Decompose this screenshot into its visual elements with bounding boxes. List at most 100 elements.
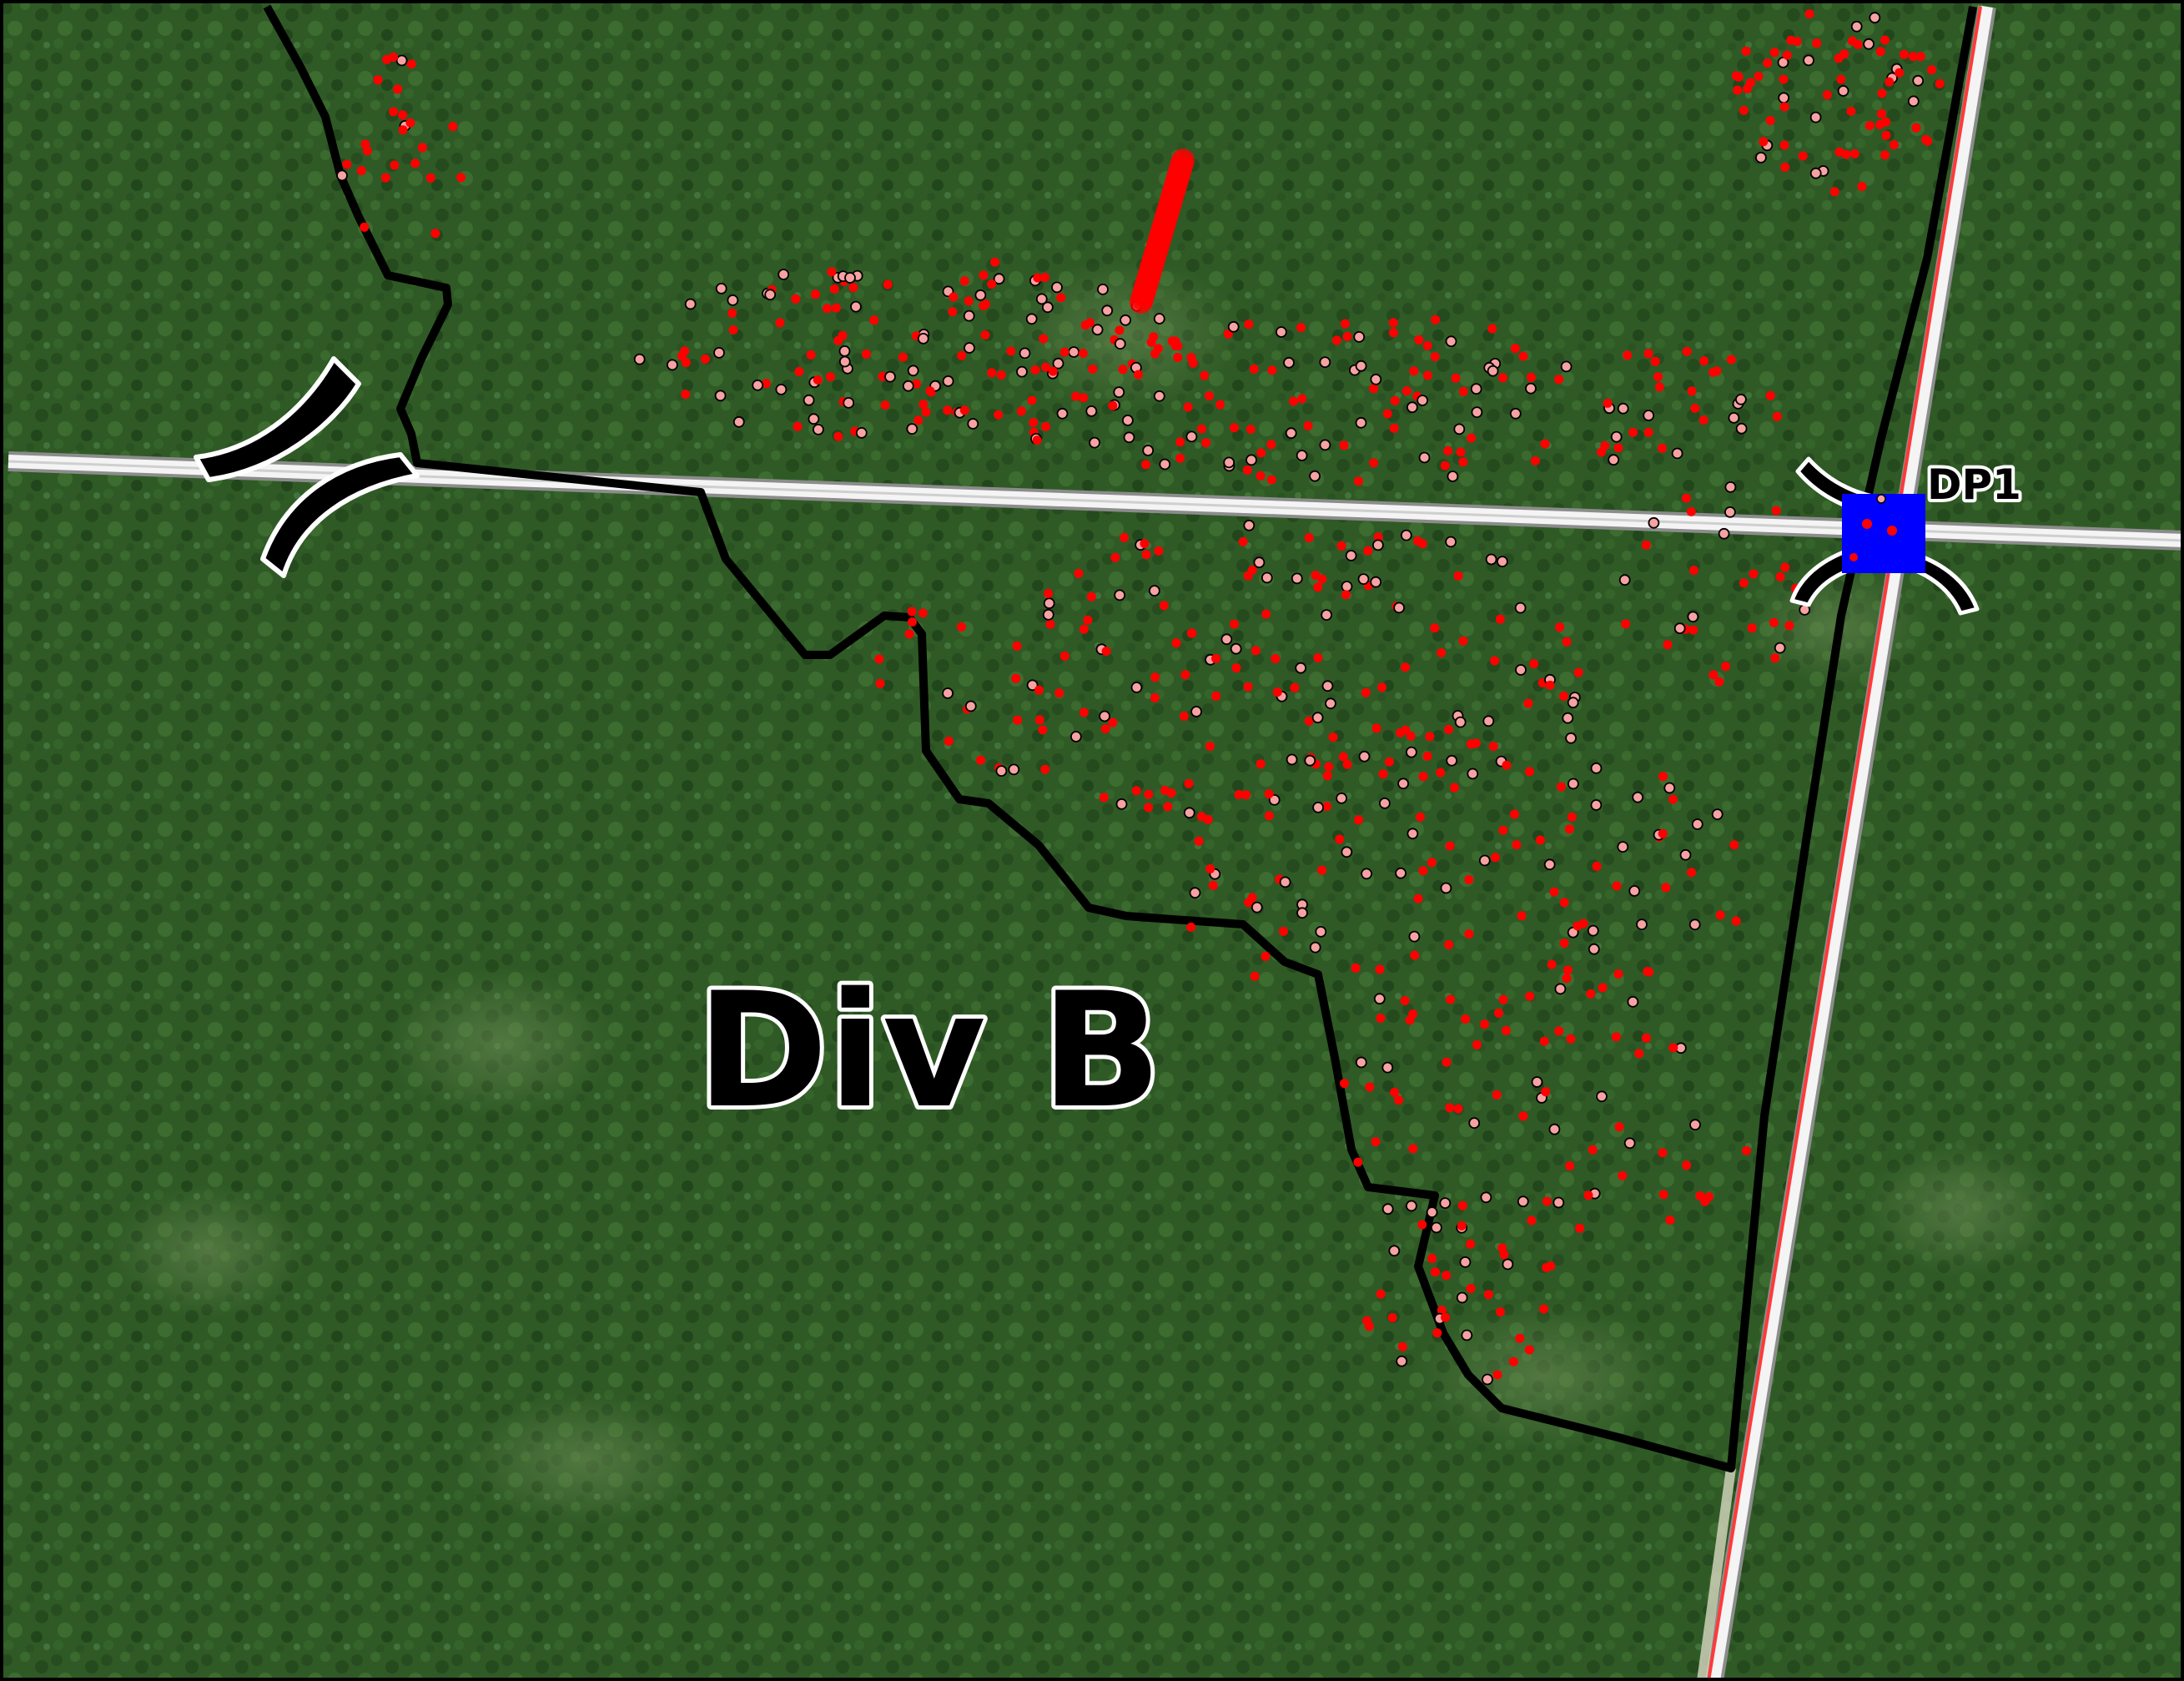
hotspot <box>1431 1267 1440 1277</box>
hotspot <box>1208 880 1218 890</box>
hotspot <box>1431 315 1441 325</box>
hotspot <box>1687 386 1697 396</box>
hotspot <box>1771 506 1781 516</box>
hotspot <box>1875 47 1885 57</box>
hotspot <box>1880 150 1890 160</box>
hotspot <box>1687 868 1697 878</box>
hotspot <box>1048 366 1058 376</box>
hotspot-layer <box>336 9 1945 1386</box>
hotspot <box>980 330 990 340</box>
hotspot <box>1583 1190 1593 1200</box>
hotspot <box>1457 1200 1467 1210</box>
hotspot <box>1059 347 1069 357</box>
hotspot <box>1432 1328 1442 1338</box>
hotspot <box>1688 625 1698 635</box>
hotspot <box>987 279 997 289</box>
hotspot <box>1150 349 1160 359</box>
hotspot <box>1336 541 1346 551</box>
hotspot <box>1341 319 1350 329</box>
hotspot <box>1408 1144 1418 1154</box>
hotspot <box>848 283 858 293</box>
hotspot <box>1470 383 1482 395</box>
hotspot <box>1464 929 1474 939</box>
hotspot <box>1525 382 1537 395</box>
hotspot <box>913 415 923 425</box>
hotspot <box>1321 609 1332 621</box>
hotspot <box>715 282 727 294</box>
hotspot <box>1101 304 1114 317</box>
hotspot <box>1480 1019 1489 1029</box>
hotspot <box>1668 1043 1678 1053</box>
hotspot <box>1251 646 1261 656</box>
hotspot <box>1040 764 1050 774</box>
hotspot <box>1341 590 1351 600</box>
hotspot <box>1043 597 1055 610</box>
drop-point-icon <box>1789 456 1980 616</box>
hotspot <box>1857 182 1867 191</box>
hotspot <box>1714 677 1724 687</box>
hotspot <box>1471 406 1483 419</box>
hotspot <box>1837 85 1849 97</box>
hotspot <box>1100 724 1110 734</box>
hotspot <box>976 755 985 765</box>
drop-point-label: DP1 <box>1927 461 2021 509</box>
hotspot <box>850 300 862 313</box>
hotspot <box>633 353 646 365</box>
hotspot <box>1355 360 1367 372</box>
hotspot <box>1144 789 1154 799</box>
hotspot <box>1042 301 1054 314</box>
hotspot <box>405 118 415 128</box>
hotspot <box>1527 372 1536 382</box>
hotspot <box>1418 451 1431 464</box>
hotspot <box>1256 759 1266 769</box>
hotspot <box>1754 151 1767 164</box>
hotspot <box>1780 162 1790 172</box>
hotspot <box>1653 372 1663 382</box>
hotspot <box>727 308 737 318</box>
hotspot <box>827 267 837 277</box>
hotspot <box>808 413 820 425</box>
hotspot <box>684 298 697 310</box>
hotspot <box>1245 454 1257 466</box>
hotspot <box>1661 883 1671 893</box>
hotspot <box>1829 187 1839 197</box>
hotspot <box>1529 659 1539 669</box>
hotspot <box>1261 951 1271 961</box>
hotspot <box>1175 437 1185 447</box>
hotspot <box>1251 901 1263 913</box>
hotspot <box>883 279 893 289</box>
hotspot <box>1417 1220 1427 1230</box>
hotspot <box>1123 431 1135 444</box>
hotspot <box>406 59 416 69</box>
hotspot <box>1150 692 1160 702</box>
hotspot <box>1394 1095 1404 1105</box>
hotspot <box>943 405 953 415</box>
hotspot <box>1311 571 1321 580</box>
hotspot <box>925 386 935 396</box>
hotspot <box>1150 672 1160 682</box>
hotspot <box>1114 338 1126 350</box>
hotspot <box>1186 922 1196 932</box>
hotspot <box>1389 423 1399 433</box>
hotspot <box>1525 991 1535 1001</box>
hotspot <box>1034 685 1044 695</box>
hotspot <box>1035 293 1048 305</box>
hotspot <box>1735 422 1748 435</box>
hotspot <box>1120 532 1130 542</box>
hotspot <box>1498 373 1507 383</box>
hotspot <box>1381 1203 1394 1215</box>
hotspot <box>1319 356 1331 369</box>
hotspot <box>1596 1090 1608 1103</box>
hotspot <box>1567 812 1577 822</box>
hotspot <box>1430 352 1440 361</box>
hotspot <box>1454 716 1467 728</box>
hotspot <box>1562 637 1572 647</box>
hotspot <box>1189 887 1201 899</box>
hotspot <box>1617 841 1629 853</box>
hotspot <box>1681 493 1691 503</box>
hotspot <box>1775 571 1785 581</box>
hotspot <box>1559 692 1568 701</box>
hotspot <box>1611 1032 1621 1042</box>
hotspot <box>1249 364 1259 374</box>
